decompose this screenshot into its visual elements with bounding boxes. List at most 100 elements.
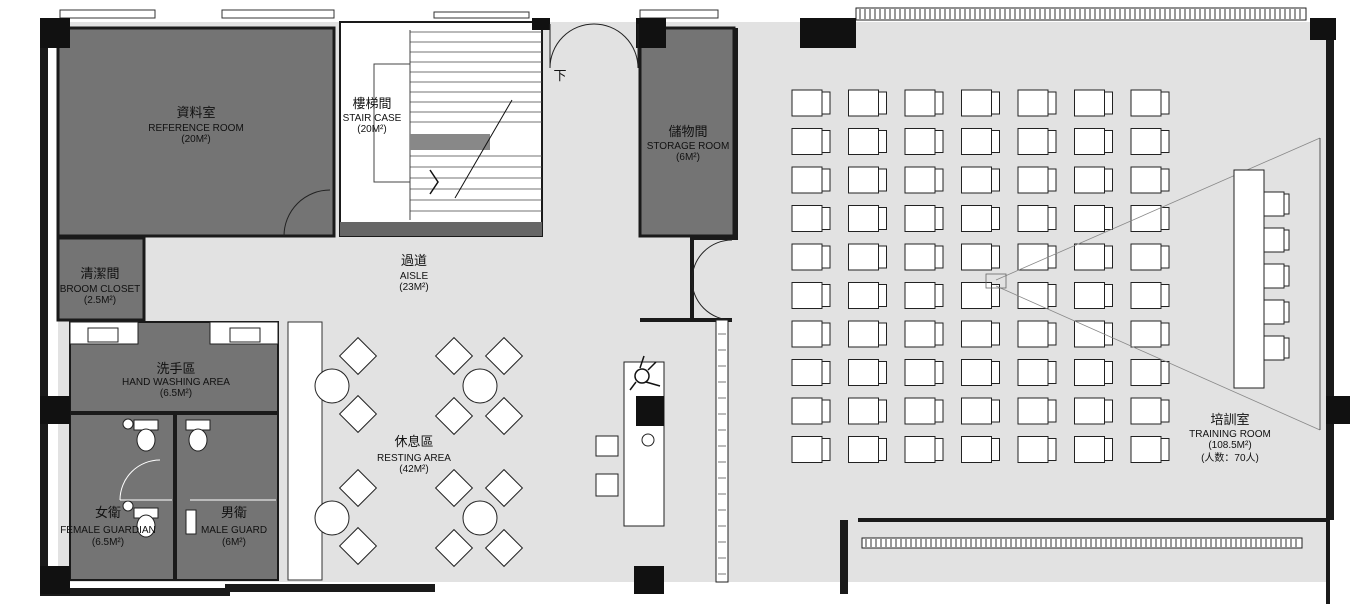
training-seat <box>961 205 1000 232</box>
reference-room-area: (20M²) <box>181 134 210 145</box>
seat-body <box>791 282 823 309</box>
podium-chairs <box>1263 191 1290 361</box>
seat-desk <box>934 284 944 307</box>
seat-body <box>791 320 823 348</box>
aisle-area: (23M²) <box>399 282 428 293</box>
seat-body <box>848 243 879 271</box>
seat-desk <box>991 361 1000 384</box>
reference-room <box>56 26 336 238</box>
training-seat <box>1074 359 1113 386</box>
podium-chair-back <box>1283 193 1290 215</box>
training-seat <box>904 320 944 348</box>
seat-desk <box>934 361 944 384</box>
partition-glass <box>715 319 729 583</box>
seat-body <box>961 128 992 155</box>
seat-desk <box>934 91 944 115</box>
toilet-icon <box>136 514 156 538</box>
bottom-louver-window <box>861 537 1303 549</box>
training-seat <box>791 320 831 348</box>
stair-well <box>373 63 411 183</box>
structural-columns <box>40 18 1350 594</box>
seat-body <box>848 320 879 348</box>
seat-desk <box>1104 322 1113 346</box>
toilet-fixtures <box>122 418 211 538</box>
seat-body <box>1017 205 1049 232</box>
training-seat <box>1130 166 1170 194</box>
seat-desk <box>1104 207 1113 230</box>
stair-steps <box>373 30 542 220</box>
reference-room-en: REFERENCE ROOM <box>148 123 244 134</box>
training-seat <box>1017 359 1057 386</box>
seat-body <box>791 166 823 194</box>
seat-desk <box>1160 91 1170 115</box>
seat-desk <box>821 322 831 346</box>
seat-body <box>1017 320 1049 348</box>
seat-desk <box>821 245 831 269</box>
training-seat <box>1074 89 1113 117</box>
training-seat <box>848 320 887 348</box>
aisle-title: 過道 <box>401 254 427 269</box>
lounge-chair <box>484 396 524 436</box>
round-table <box>462 500 498 536</box>
seat-body <box>1074 128 1105 155</box>
round-table <box>314 368 350 404</box>
training-seat <box>1074 397 1113 425</box>
training-capacity: (人数：70人) <box>1201 451 1259 464</box>
training-area: (108.5M²) <box>1208 440 1251 451</box>
seat-desk <box>821 207 831 230</box>
seat-body <box>904 436 936 463</box>
seat-desk <box>878 361 887 384</box>
seat-desk <box>1160 361 1170 384</box>
seat-desk <box>991 130 1000 153</box>
seat-body <box>848 436 879 463</box>
podium-chair-back <box>1283 301 1290 323</box>
stair-down-mark: 下 <box>553 69 566 84</box>
training-seat <box>1017 243 1057 271</box>
training-seat <box>1017 128 1057 155</box>
training-en: TRAINING ROOM <box>1189 429 1271 440</box>
seat-desk <box>934 438 944 461</box>
seat-body <box>1074 89 1105 117</box>
seat-body <box>904 320 936 348</box>
training-seat <box>791 89 831 117</box>
seat-body <box>1130 89 1162 117</box>
outer-walls <box>40 20 1334 604</box>
seat-body <box>791 436 823 463</box>
reference-room-title: 資料室 <box>176 105 215 121</box>
seat-desk <box>1104 130 1113 153</box>
room-labels: 資料室 REFERENCE ROOM (20M²) 樓梯間 STAIR CASE… <box>60 97 1271 548</box>
seat-desk <box>821 168 831 192</box>
lounge-chair <box>338 394 378 434</box>
training-seat <box>791 205 831 232</box>
resting-en: RESTING AREA <box>377 453 451 464</box>
training-seat <box>1130 282 1170 309</box>
lounge-chair <box>484 468 524 508</box>
toilet-icon <box>188 428 208 452</box>
seat-body <box>791 205 823 232</box>
broom-en: BROOM CLOSET <box>60 284 141 295</box>
female-area: (6.5M²) <box>92 537 124 548</box>
seat-body <box>1130 320 1162 348</box>
seat-body <box>1130 436 1162 463</box>
seat-body <box>1017 243 1049 271</box>
seat-desk <box>1047 438 1057 461</box>
toilet-icon <box>136 428 156 452</box>
plant-icon <box>629 355 661 391</box>
seat-desk <box>1104 284 1113 307</box>
training-seat <box>904 166 944 194</box>
seat-desk <box>878 399 887 423</box>
stair-base <box>340 222 542 236</box>
broom-closet <box>56 236 146 322</box>
seat-desk <box>821 399 831 423</box>
seat-body <box>1074 436 1105 463</box>
broom-title: 清潔間 <box>80 267 119 282</box>
seat-desk <box>934 130 944 153</box>
seat-desk <box>1047 322 1057 346</box>
female-en: FEMALE GUARDIAN <box>60 525 156 536</box>
seat-desk <box>1104 399 1113 423</box>
seat-desk <box>1047 91 1057 115</box>
seat-body <box>961 205 992 232</box>
training-seat <box>848 89 887 117</box>
aisle-en: AISLE <box>400 271 429 282</box>
